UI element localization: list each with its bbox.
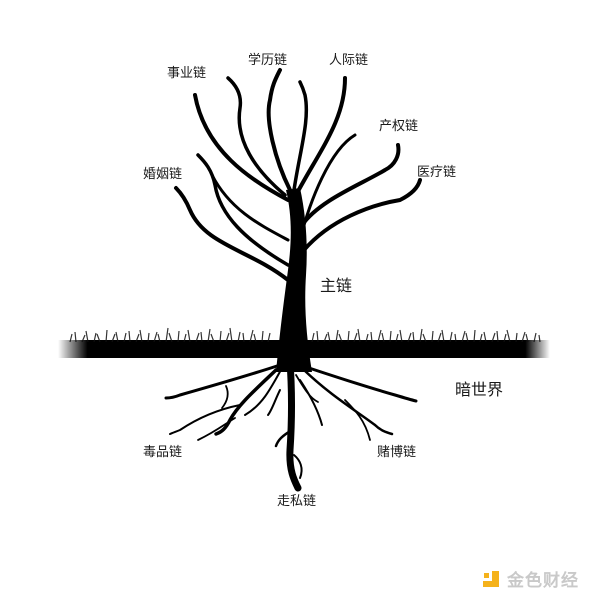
jinse-logo-icon	[483, 570, 499, 587]
label-education-chain: 学历链	[248, 53, 288, 68]
branches	[174, 68, 422, 282]
label-gambling-chain: 赌博链	[377, 445, 417, 460]
label-marriage-chain: 婚姻链	[143, 167, 183, 182]
roots	[164, 358, 418, 492]
watermark: 金色财经	[481, 566, 579, 591]
label-smuggling-chain: 走私链	[277, 494, 317, 509]
label-dark-world: 暗世界	[455, 380, 504, 399]
watermark-text: 金色财经	[507, 571, 579, 591]
label-medical-chain: 医疗链	[417, 165, 457, 180]
label-main-chain: 主链	[320, 276, 353, 295]
label-drugs-chain: 毒品链	[143, 445, 183, 460]
label-social-chain: 人际链	[329, 53, 369, 68]
label-career-chain: 事业链	[167, 66, 207, 81]
label-property-chain: 产权链	[379, 119, 419, 134]
